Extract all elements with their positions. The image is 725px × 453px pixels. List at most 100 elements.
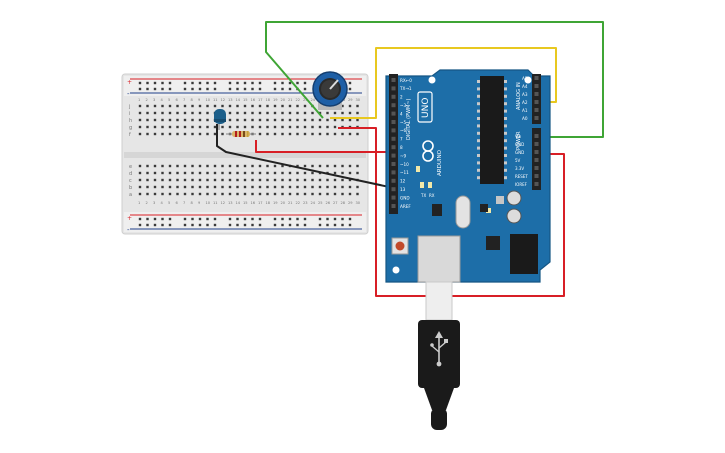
analog-a2-wire[interactable]: [330, 47, 557, 119]
breadboard-hole[interactable]: [311, 185, 314, 189]
breadboard-hole[interactable]: [138, 104, 142, 108]
breadboard-hole[interactable]: [138, 171, 142, 175]
rail-hole[interactable]: [243, 223, 247, 227]
breadboard-hole[interactable]: [176, 132, 179, 136]
breadboard-hole[interactable]: [138, 164, 142, 168]
breadboard-hole[interactable]: [326, 192, 329, 196]
breadboard-hole[interactable]: [161, 111, 164, 115]
breadboard-hole[interactable]: [281, 164, 284, 168]
breadboard-hole[interactable]: [146, 192, 149, 196]
digital-pin-socket[interactable]: [391, 120, 396, 124]
breadboard-hole[interactable]: [168, 171, 172, 175]
breadboard-hole[interactable]: [318, 118, 322, 122]
breadboard-hole[interactable]: [213, 132, 217, 136]
breadboard-hole[interactable]: [213, 104, 217, 108]
breadboard-hole[interactable]: [161, 118, 164, 122]
breadboard-hole[interactable]: [348, 164, 352, 168]
breadboard-hole[interactable]: [161, 125, 164, 129]
breadboard-hole[interactable]: [183, 185, 187, 189]
breadboard-hole[interactable]: [311, 118, 314, 122]
rail-hole[interactable]: [183, 81, 187, 85]
power-pin-socket[interactable]: [534, 158, 539, 162]
breadboard-hole[interactable]: [318, 132, 322, 136]
rail-hole[interactable]: [183, 87, 187, 91]
breadboard-hole[interactable]: [258, 178, 262, 182]
rail-hole[interactable]: [281, 217, 284, 221]
breadboard-hole[interactable]: [213, 164, 217, 168]
breadboard-hole[interactable]: [153, 178, 157, 182]
breadboard-hole[interactable]: [176, 192, 179, 196]
breadboard-hole[interactable]: [228, 111, 232, 115]
breadboard-hole[interactable]: [333, 132, 337, 136]
breadboard-hole[interactable]: [228, 104, 232, 108]
analog-pin-socket[interactable]: [534, 84, 539, 88]
rail-hole[interactable]: [228, 87, 232, 91]
breadboard-hole[interactable]: [296, 192, 299, 196]
digital-pin-socket[interactable]: [391, 195, 396, 200]
breadboard-hole[interactable]: [266, 171, 269, 175]
breadboard-hole[interactable]: [176, 164, 179, 168]
power-pin-socket[interactable]: [534, 134, 539, 138]
breadboard-hole[interactable]: [273, 132, 277, 136]
breadboard-hole[interactable]: [206, 125, 209, 129]
breadboard-hole[interactable]: [228, 171, 232, 175]
5v-power-wire[interactable]: [338, 127, 565, 297]
rail-hole[interactable]: [303, 217, 307, 221]
breadboard-hole[interactable]: [303, 185, 307, 189]
digital-pin-socket[interactable]: [391, 103, 396, 108]
breadboard-hole[interactable]: [243, 104, 247, 108]
breadboard-hole[interactable]: [356, 132, 359, 136]
breadboard-hole[interactable]: [311, 125, 314, 129]
breadboard-hole[interactable]: [198, 178, 202, 182]
breadboard-hole[interactable]: [258, 125, 262, 129]
breadboard-hole[interactable]: [311, 171, 314, 175]
breadboard-hole[interactable]: [206, 132, 209, 136]
breadboard-hole[interactable]: [236, 164, 239, 168]
breadboard-hole[interactable]: [183, 132, 187, 136]
breadboard-hole[interactable]: [273, 111, 277, 115]
rail-hole[interactable]: [273, 81, 277, 85]
rail-hole[interactable]: [326, 223, 329, 227]
breadboard-hole[interactable]: [221, 192, 224, 196]
breadboard-hole[interactable]: [243, 178, 247, 182]
breadboard-hole[interactable]: [258, 132, 262, 136]
breadboard-hole[interactable]: [206, 118, 209, 122]
digital-pin-socket[interactable]: [391, 145, 396, 150]
breadboard-hole[interactable]: [206, 104, 209, 108]
breadboard-hole[interactable]: [221, 185, 224, 189]
breadboard-hole[interactable]: [296, 185, 299, 189]
breadboard-hole[interactable]: [183, 118, 187, 122]
breadboard-hole[interactable]: [326, 178, 329, 182]
breadboard-hole[interactable]: [341, 118, 344, 122]
breadboard-hole[interactable]: [326, 118, 329, 122]
breadboard-hole[interactable]: [348, 118, 352, 122]
breadboard-hole[interactable]: [183, 104, 187, 108]
power-pin-socket[interactable]: [534, 150, 539, 154]
breadboard-hole[interactable]: [161, 104, 164, 108]
rail-hole[interactable]: [296, 81, 299, 85]
power-pin-socket[interactable]: [534, 182, 539, 186]
rail-hole[interactable]: [281, 223, 284, 227]
breadboard-hole[interactable]: [146, 118, 149, 122]
breadboard-hole[interactable]: [138, 118, 142, 122]
rail-hole[interactable]: [251, 81, 254, 85]
rail-hole[interactable]: [146, 217, 149, 221]
rail-hole[interactable]: [318, 223, 322, 227]
breadboard-hole[interactable]: [288, 171, 292, 175]
breadboard-hole[interactable]: [326, 111, 329, 115]
breadboard-hole[interactable]: [348, 111, 352, 115]
breadboard-hole[interactable]: [296, 125, 299, 129]
rail-hole[interactable]: [153, 217, 157, 221]
breadboard-hole[interactable]: [318, 192, 322, 196]
breadboard-hole[interactable]: [296, 111, 299, 115]
breadboard-hole[interactable]: [356, 118, 359, 122]
breadboard-hole[interactable]: [161, 132, 164, 136]
digital-pin-socket[interactable]: [391, 86, 396, 91]
breadboard-hole[interactable]: [236, 104, 239, 108]
breadboard-hole[interactable]: [356, 171, 359, 175]
rail-hole[interactable]: [341, 223, 344, 227]
breadboard-hole[interactable]: [296, 132, 299, 136]
analog-pin-socket[interactable]: [534, 76, 539, 80]
breadboard-hole[interactable]: [296, 104, 299, 108]
rail-hole[interactable]: [288, 87, 292, 91]
